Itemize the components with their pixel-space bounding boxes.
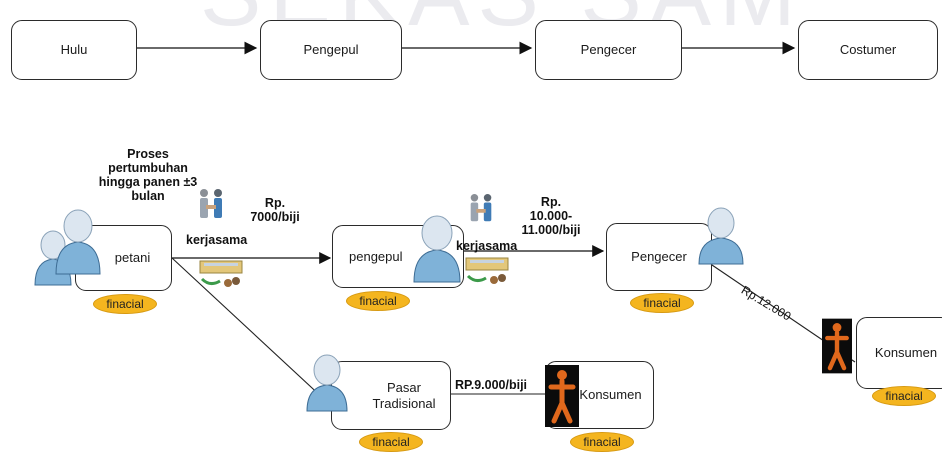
goods-transfer-icon [199,260,243,287]
financial-badge: finacial [630,293,694,313]
node-label: Pengepul [303,42,359,57]
person-icon [55,209,101,275]
goods-transfer-icon [465,257,509,284]
node-label: Pasar Tradisional [372,379,436,411]
node-label: Costumer [839,42,897,57]
node-label: Hulu [60,42,88,57]
line-petani-pasar [171,257,326,401]
handshake-icon [195,185,227,225]
flow-node-pengecer[interactable]: Pengecer [535,20,682,80]
flow-node-hulu[interactable]: Hulu [11,20,137,80]
label-kerjasama-2: kerjasama [456,239,518,253]
financial-badge: finacial [872,386,936,406]
node-label: pengepul [349,248,403,264]
label-price-pasar: RP.9.000/biji [455,378,528,392]
consumer-figure-icon [822,318,852,374]
node-petani[interactable]: petani [75,225,172,291]
flow-node-costumer[interactable]: Costumer [798,20,938,80]
person-icon [413,215,461,283]
financial-badge: finacial [346,291,410,311]
label-price-pengepul: Rp. 10.000- 11.000/biji [521,195,581,237]
financial-badge: finacial [359,432,423,452]
node-pengecer[interactable]: Pengecer [606,223,712,291]
label-price-petani: Rp. 7000/biji [250,196,300,224]
node-label: petani [114,250,151,265]
flow-node-pengepul[interactable]: Pengepul [260,20,402,80]
financial-badge: finacial [570,432,634,452]
node-pasar-tradisional[interactable]: Pasar Tradisional [331,361,451,430]
node-konsumen-right[interactable]: Konsumen [856,317,942,389]
label-proses: Proses pertumbuhan hingga panen ±3 bulan [98,147,198,203]
node-label: Pengecer [580,42,637,57]
handshake-icon [466,190,496,228]
label-kerjasama-1: kerjasama [186,233,248,247]
person-icon [698,207,744,265]
node-label: Pengecer [631,249,687,264]
person-icon [306,354,348,412]
financial-badge: finacial [93,294,157,314]
consumer-figure-icon [545,365,579,427]
node-label: Konsumen [874,345,938,360]
node-label: Konsumen [579,387,642,402]
